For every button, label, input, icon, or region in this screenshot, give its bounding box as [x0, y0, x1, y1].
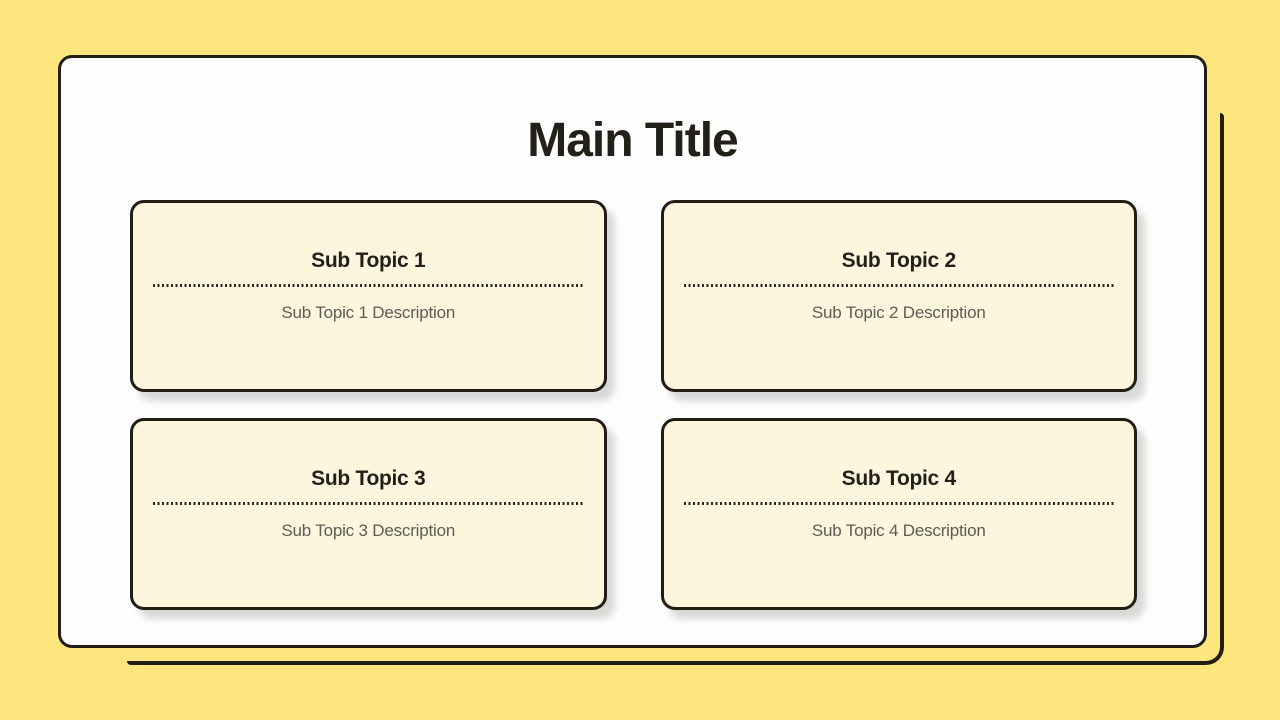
topic-card-4: Sub Topic 4 Sub Topic 4 Description	[660, 418, 1137, 610]
dotted-divider	[683, 502, 1114, 505]
slide-panel: Main Title Sub Topic 1 Sub Topic 1 Descr…	[58, 55, 1207, 648]
slide-shadow-outline	[127, 113, 1224, 665]
topic-card-1: Sub Topic 1 Sub Topic 1 Description	[130, 200, 607, 392]
topic-card-2: Sub Topic 2 Sub Topic 2 Description	[660, 200, 1137, 392]
topic-card-3: Sub Topic 3 Sub Topic 3 Description	[130, 418, 607, 610]
dotted-divider	[153, 502, 584, 505]
topic-card-title: Sub Topic 1	[311, 249, 426, 272]
dotted-divider	[153, 284, 584, 287]
topic-grid: Sub Topic 1 Sub Topic 1 Description Sub …	[130, 200, 1137, 610]
topic-card-title: Sub Topic 3	[311, 467, 426, 490]
main-title: Main Title	[527, 114, 738, 167]
topic-card-title: Sub Topic 2	[841, 249, 956, 272]
topic-card-description: Sub Topic 1 Description	[281, 303, 456, 322]
topic-card-title: Sub Topic 4	[841, 467, 956, 490]
topic-card-description: Sub Topic 2 Description	[811, 303, 986, 322]
topic-card-description: Sub Topic 3 Description	[281, 521, 456, 540]
topic-card-description: Sub Topic 4 Description	[811, 521, 986, 540]
dotted-divider	[683, 284, 1114, 287]
